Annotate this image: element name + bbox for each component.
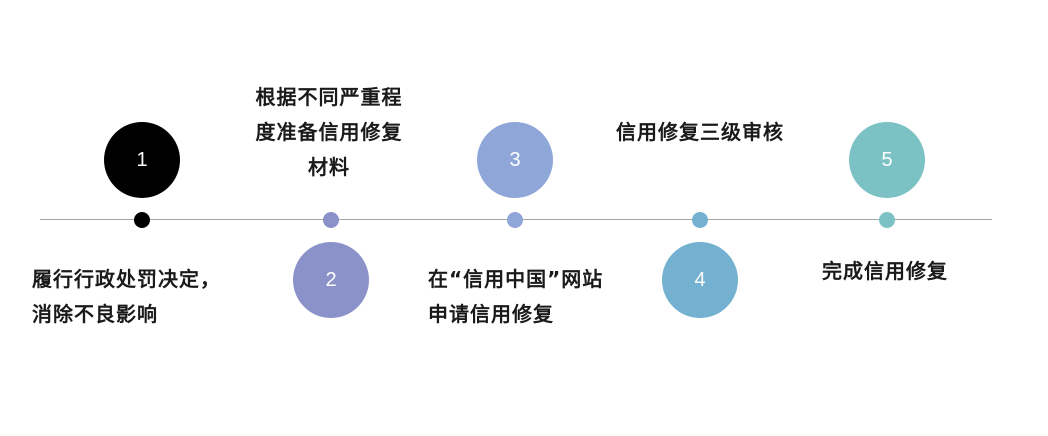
step-2-label: 根据不同严重程度准备信用修复材料 [255,85,403,179]
step-1-label: 履行行政处罚决定，消除不良影响 [32,267,221,326]
step-4-circle: 4 [662,242,738,318]
step-2-dot [323,212,339,228]
step-2-circle: 2 [293,242,369,318]
step-3-dot [507,212,523,228]
step-5-dot [879,212,895,228]
step-5-number: 5 [881,148,893,171]
step-1-circle: 1 [104,122,180,198]
step-5-label: 完成信用修复 [822,259,948,283]
step-1-dot [134,212,150,228]
step-3-circle: 3 [477,122,553,198]
step-1-number: 1 [136,148,148,171]
step-4-dot [692,212,708,228]
step-3-label: 在“信用中国”网站申请信用修复 [428,267,604,326]
step-3-number: 3 [509,148,521,171]
step-4-number: 4 [694,268,706,291]
step-4-label: 信用修复三级审核 [616,120,784,144]
step-2-number: 2 [325,268,337,291]
step-5-circle: 5 [849,122,925,198]
